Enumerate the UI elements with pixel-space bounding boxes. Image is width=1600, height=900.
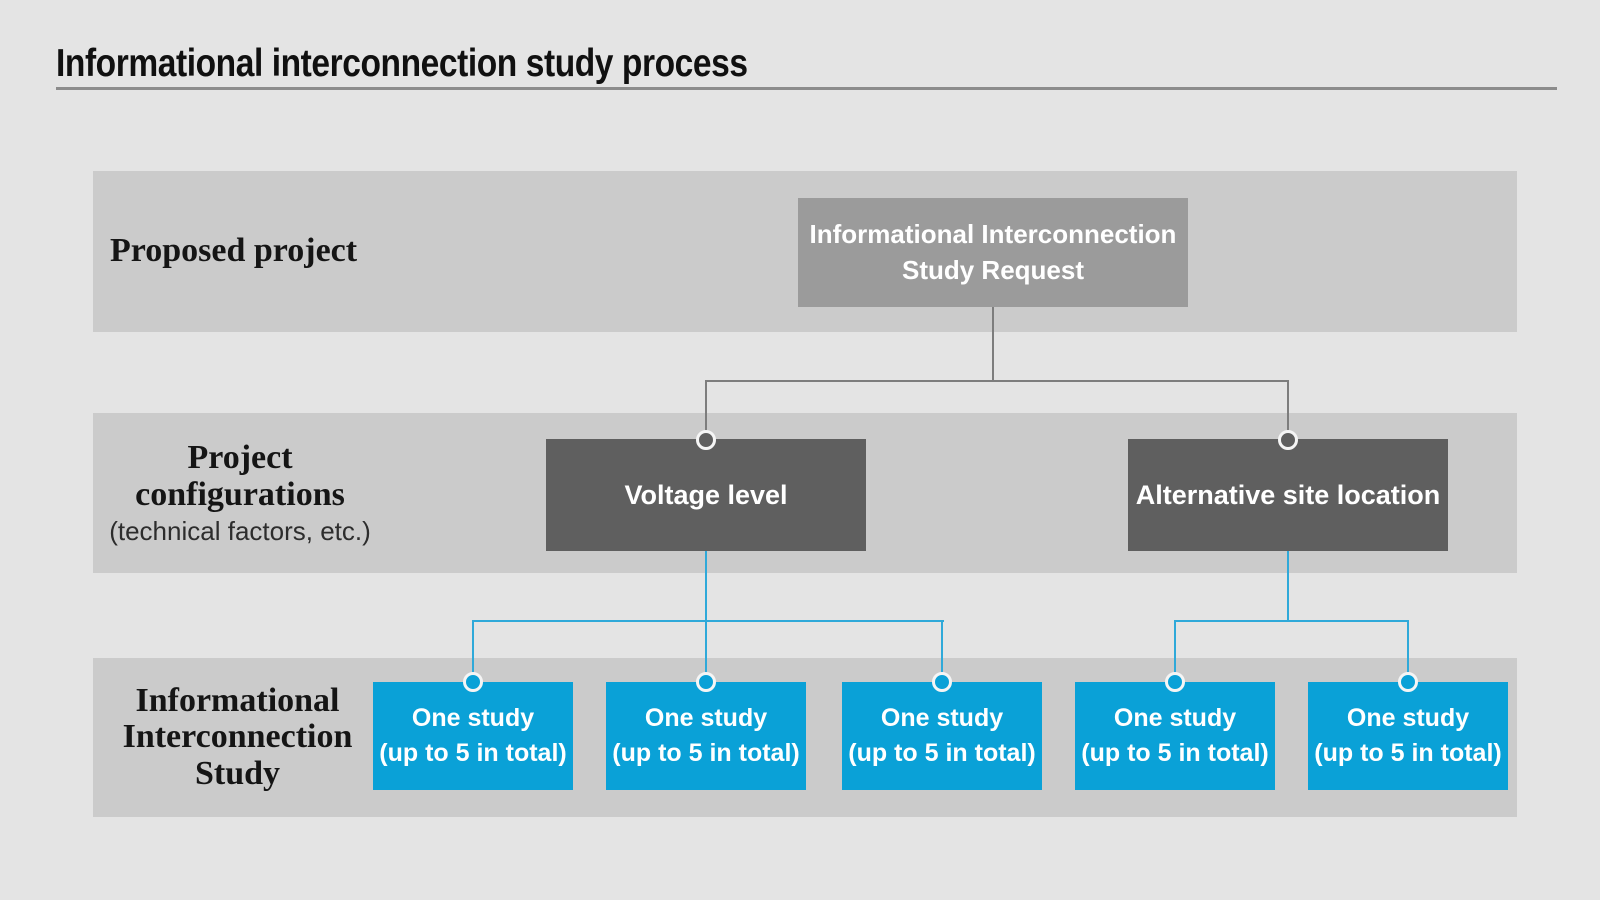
study-request-box: Informational Interconnection Study Requ… <box>798 198 1188 307</box>
one-study-box-4: One study (up to 5 in total) <box>1075 682 1275 790</box>
connector-dot <box>1165 672 1185 692</box>
alternative-site-location-box: Alternative site location <box>1128 439 1448 551</box>
row-sublabel-text: (technical factors, etc.) <box>109 516 371 547</box>
connector-line <box>1287 380 1289 440</box>
box-text: (up to 5 in total) <box>848 739 1036 767</box>
connector-line <box>472 620 944 622</box>
connector-line <box>1174 620 1409 622</box>
one-study-box-1: One study (up to 5 in total) <box>373 682 573 790</box>
box-text: One study <box>411 704 535 732</box>
box-text: One study <box>1346 704 1470 732</box>
box-text: Informational Interconnection <box>809 219 1177 250</box>
connector-dot <box>696 430 716 450</box>
box-text: Voltage level <box>624 479 788 510</box>
box-text: Study Request <box>901 254 1085 285</box>
connector-line <box>941 620 943 682</box>
row-label-informational-interconnection-study: Informational Interconnection Study <box>100 658 375 817</box>
box-text: One study <box>644 704 768 732</box>
connector-dot <box>463 672 483 692</box>
connector-line <box>992 307 994 381</box>
box-text: (up to 5 in total) <box>1314 739 1502 767</box>
page-title: Informational interconnection study proc… <box>56 42 748 85</box>
connector-dot <box>1398 672 1418 692</box>
box-text: (up to 5 in total) <box>1081 739 1269 767</box>
voltage-level-box: Voltage level <box>546 439 866 551</box>
box-text: One study <box>880 704 1004 732</box>
row-label-text: configurations <box>135 475 345 513</box>
row-label-text: Interconnection <box>122 718 353 756</box>
connector-line <box>705 380 1289 382</box>
title-underline <box>56 87 1557 90</box>
row-label-text: Project <box>187 439 293 477</box>
one-study-box-2: One study (up to 5 in total) <box>606 682 806 790</box>
connector-dot <box>932 672 952 692</box>
connector-line <box>1407 620 1409 682</box>
connector-dot <box>696 672 716 692</box>
row-label-text: Study <box>194 754 281 792</box>
box-text: Alternative site location <box>1135 479 1441 510</box>
box-text: (up to 5 in total) <box>612 739 800 767</box>
box-text: One study <box>1113 704 1237 732</box>
row-label-text: Proposed project <box>110 232 358 270</box>
row-label-project-configurations: Project configurations (technical factor… <box>100 413 380 573</box>
one-study-box-3: One study (up to 5 in total) <box>842 682 1042 790</box>
connector-line <box>472 620 474 682</box>
connector-dot <box>1278 430 1298 450</box>
connector-line <box>705 380 707 440</box>
one-study-box-5: One study (up to 5 in total) <box>1308 682 1508 790</box>
row-label-proposed-project: Proposed project <box>110 171 440 332</box>
connector-line <box>1174 620 1176 682</box>
box-text: (up to 5 in total) <box>379 739 567 767</box>
connector-line <box>705 551 707 682</box>
connector-line <box>1287 551 1289 620</box>
row-label-text: Informational <box>135 681 340 719</box>
